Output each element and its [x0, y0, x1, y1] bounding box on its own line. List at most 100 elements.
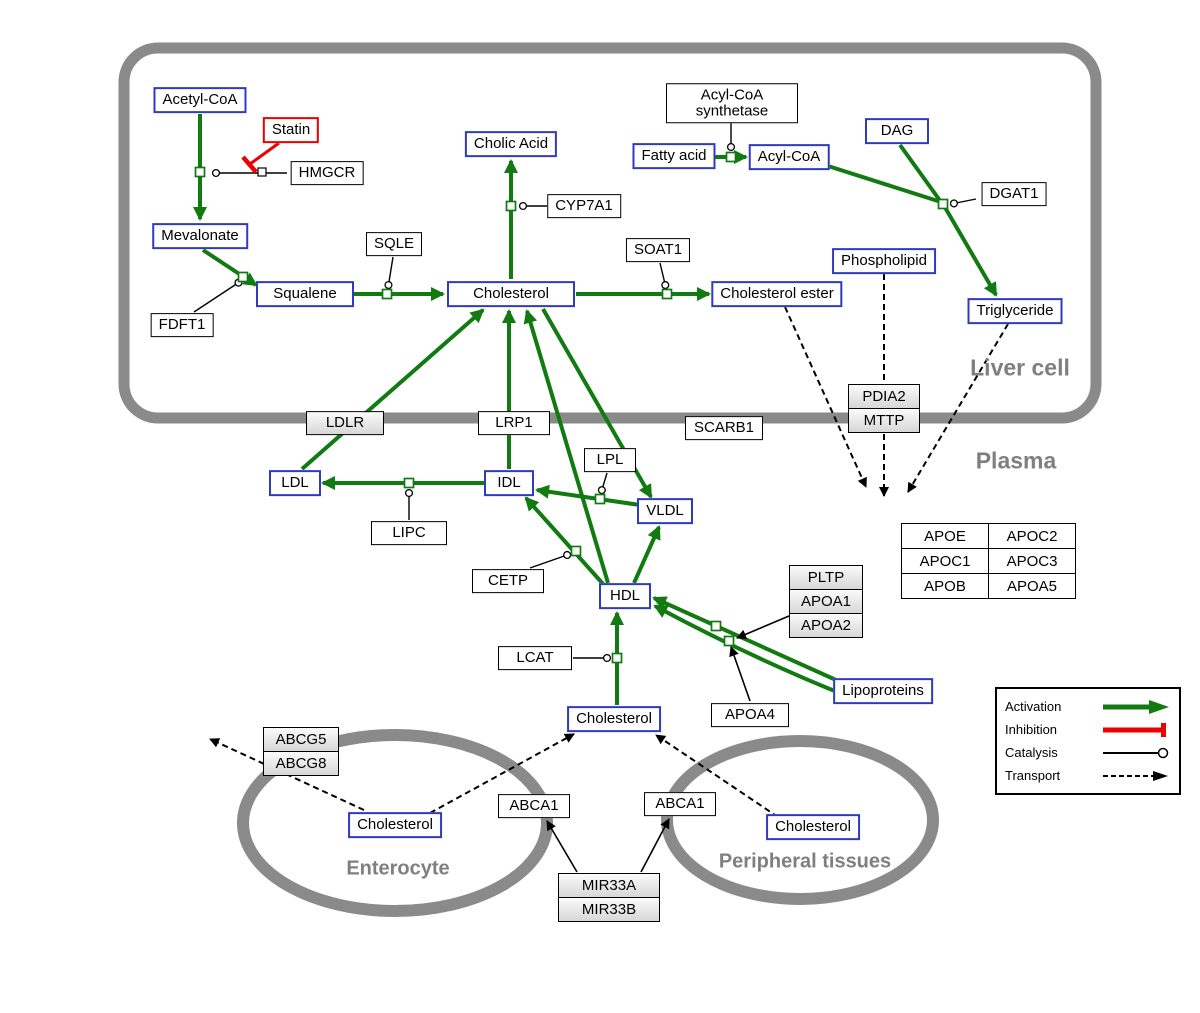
node-cetp[interactable]: CETP	[472, 569, 544, 593]
node-abcg8[interactable]: ABCG8	[263, 751, 339, 776]
node-ldl[interactable]: LDL	[269, 470, 321, 496]
cat-dgat1	[949, 198, 977, 208]
node-apoc1[interactable]: APOC1	[901, 548, 989, 574]
edge-enterocyte-cholesterol	[429, 733, 575, 814]
activation-edges	[193, 114, 998, 705]
liver-cell-membrane	[118, 42, 1102, 424]
node-soat1[interactable]: SOAT1	[625, 238, 691, 262]
reaction-node	[403, 477, 415, 489]
node-cholesterol-liver[interactable]: Cholesterol	[447, 281, 575, 307]
acyl-coa-synthetase-line2: synthetase	[695, 102, 769, 119]
node-cholesterol-enterocyte[interactable]: Cholesterol	[348, 812, 442, 838]
node-abca1-right[interactable]: ABCA1	[644, 792, 716, 816]
node-sqle[interactable]: SQLE	[365, 232, 423, 256]
node-fdft1[interactable]: FDFT1	[150, 313, 214, 337]
reaction-node	[237, 271, 249, 283]
node-mir33a[interactable]: MIR33A	[558, 873, 660, 898]
node-lrp1[interactable]: LRP1	[478, 411, 550, 435]
inhibition-edge-statin	[241, 141, 280, 174]
node-lipoproteins[interactable]: Lipoproteins	[833, 678, 933, 704]
catalysis-anchor	[257, 167, 267, 177]
edge-hdl-vldl	[632, 525, 661, 584]
legend-catalysis: Catalysis	[1005, 741, 1171, 764]
node-abca1-left[interactable]: ABCA1	[498, 794, 570, 818]
pltp-apoa-stack: PLTP APOA1 APOA2	[789, 565, 863, 638]
node-cholesterol-plasma[interactable]: Cholesterol	[567, 706, 661, 732]
cat-lpl	[597, 472, 608, 495]
node-cholesterol-ester[interactable]: Cholesterol ester	[711, 281, 843, 307]
edge-acylcoa-dgat-junction	[827, 164, 942, 204]
node-fatty-acid[interactable]: Fatty acid	[632, 143, 716, 169]
mir33-stack: MIR33A MIR33B	[558, 873, 660, 922]
node-idl[interactable]: IDL	[484, 470, 534, 496]
node-apoa1[interactable]: APOA1	[789, 589, 863, 614]
node-ldlr[interactable]: LDLR	[306, 411, 384, 435]
node-apoc3[interactable]: APOC3	[988, 548, 1076, 574]
node-apoa5[interactable]: APOA5	[988, 573, 1076, 599]
inhibition-tbar-icon	[1103, 722, 1166, 737]
transport-dashed-arrow-icon	[1103, 770, 1168, 781]
node-triglyceride[interactable]: Triglyceride	[967, 298, 1063, 324]
node-hdl[interactable]: HDL	[599, 583, 651, 609]
legend: Activation Inhibition Catalysis Transpor…	[995, 687, 1181, 795]
node-statin[interactable]: Statin	[262, 117, 320, 143]
reaction-node	[611, 652, 623, 664]
node-abcg5[interactable]: ABCG5	[263, 727, 339, 752]
arrow-apoa4-hdl-node	[729, 646, 751, 702]
reaction-node	[723, 635, 735, 647]
reaction-node	[570, 545, 582, 557]
node-lcat[interactable]: LCAT	[498, 646, 572, 670]
reaction-node	[710, 620, 722, 632]
node-mir33b[interactable]: MIR33B	[558, 897, 660, 922]
node-apoc2[interactable]: APOC2	[988, 523, 1076, 549]
node-acyl-coa[interactable]: Acyl-CoA	[748, 144, 830, 170]
node-pdia2[interactable]: PDIA2	[848, 384, 920, 409]
node-dag[interactable]: DAG	[865, 118, 929, 144]
node-apoa4[interactable]: APOA4	[711, 703, 789, 727]
apolipoprotein-table: APOE APOC2 APOC1 APOC3 APOB APOA5	[901, 523, 1076, 599]
liver-cell-label: Liver cell	[970, 354, 1070, 381]
node-cholesterol-peripheral[interactable]: Cholesterol	[766, 814, 860, 840]
edge-cholesterolester-plasma	[784, 306, 867, 488]
node-hmgcr[interactable]: HMGCR	[290, 161, 364, 185]
reaction-node	[937, 198, 949, 210]
arrow-apostack-hdl-node	[736, 615, 790, 640]
edge-vldl-idl	[535, 484, 641, 507]
node-scarb1[interactable]: SCARB1	[685, 416, 763, 440]
node-cholic-acid[interactable]: Cholic Acid	[464, 131, 558, 157]
catalysis-edges	[193, 121, 977, 663]
legend-catalysis-label: Catalysis	[1005, 745, 1058, 760]
node-lpl[interactable]: LPL	[584, 448, 636, 472]
reaction-nodes	[194, 151, 949, 664]
node-apoe[interactable]: APOE	[901, 523, 989, 549]
acyl-coa-synthetase-line1: Acyl-CoA	[700, 86, 764, 104]
edge-ldl-cholesterol	[300, 308, 485, 471]
statin-inhibition-line	[249, 141, 280, 166]
node-phospholipid[interactable]: Phospholipid	[832, 248, 936, 274]
node-mevalonate[interactable]: Mevalonate	[152, 223, 248, 249]
arrow-mir33-abca1-left	[546, 820, 578, 873]
node-acyl-coa-synthetase[interactable]: Acyl-CoA synthetase	[666, 83, 798, 123]
reaction-node	[661, 288, 673, 300]
node-squalene[interactable]: Squalene	[256, 281, 354, 307]
reaction-node	[194, 166, 206, 178]
reaction-node	[594, 493, 606, 505]
plasma-label: Plasma	[975, 447, 1057, 474]
peripheral-tissues-label: Peripheral tissues	[718, 850, 892, 873]
node-cyp7a1[interactable]: CYP7A1	[547, 194, 621, 218]
node-lipc[interactable]: LIPC	[371, 521, 447, 545]
node-apoa2[interactable]: APOA2	[789, 613, 863, 638]
node-mttp[interactable]: MTTP	[848, 408, 920, 433]
edge-triglyceride-plasma	[907, 323, 1009, 493]
node-vldl[interactable]: VLDL	[637, 498, 693, 524]
node-apob[interactable]: APOB	[901, 573, 989, 599]
edge-lipoproteins-hdl-2	[653, 604, 843, 696]
edge-hdl-cholesterol	[523, 309, 610, 584]
node-dgat1[interactable]: DGAT1	[981, 182, 1047, 206]
node-acetyl-coa[interactable]: Acetyl-CoA	[153, 87, 247, 113]
cat-cetp	[529, 550, 572, 569]
node-pltp[interactable]: PLTP	[789, 565, 863, 590]
reaction-node	[381, 288, 393, 300]
legend-inhibition-label: Inhibition	[1005, 722, 1058, 737]
